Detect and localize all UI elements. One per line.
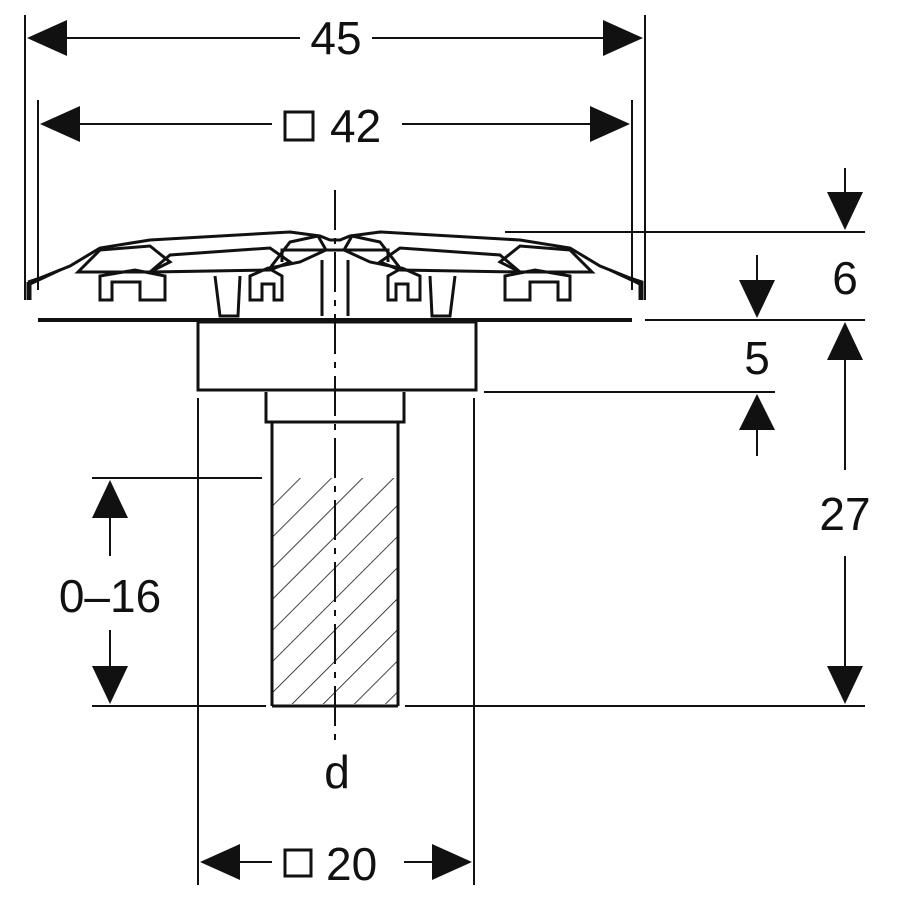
dimension-label: 5 [744,332,770,384]
grate-strut [213,275,242,318]
dimension-square-top: 42 [37,100,633,290]
grate-rib [266,234,329,271]
dimension-label: 45 [310,12,361,64]
collar-body [196,320,478,392]
arrow-left-icon [40,106,80,142]
arrow-right-icon [432,844,472,880]
arrow-right-icon [603,20,643,56]
dimension-adjust-range: 0–16 [59,477,266,707]
diameter-label: d [324,746,350,798]
arrow-left-icon [200,844,240,880]
arrow-up-icon [739,394,775,430]
grate-strut [428,275,457,318]
grate-strut [320,260,350,316]
arrow-down-icon [739,280,775,318]
dimension-overall-width: 45 [24,12,646,300]
dimension-label: 27 [819,488,870,540]
dimension-top-height: 6 [505,168,865,321]
dimension-label: 42 [330,100,381,152]
square-icon [283,848,313,878]
arrow-down-icon [827,666,863,704]
grate-rib [341,234,404,271]
dimension-total-height: 27 [405,322,871,707]
grate-leg [503,268,572,302]
arrow-left-icon [27,20,67,56]
arrow-down-icon [827,192,863,230]
pipe-shoulder [264,392,406,424]
grate-leg [98,268,167,302]
grate-leg [386,266,422,302]
arrow-up-icon [92,480,128,518]
arrow-down-icon [92,666,128,704]
dimension-label: 0–16 [59,570,161,622]
dimension-square-bottom: 20 [197,398,475,890]
arrow-up-icon [827,322,863,360]
grate-tab [28,268,61,300]
dimension-label: 6 [832,252,858,304]
arrow-right-icon [590,106,630,142]
dimension-label: 20 [326,838,377,890]
grate-tab [609,268,642,300]
grate-leg [248,266,284,302]
grate-center-slot [280,248,390,262]
square-icon [283,110,315,142]
dimension-collar-height: 5 [484,332,775,456]
